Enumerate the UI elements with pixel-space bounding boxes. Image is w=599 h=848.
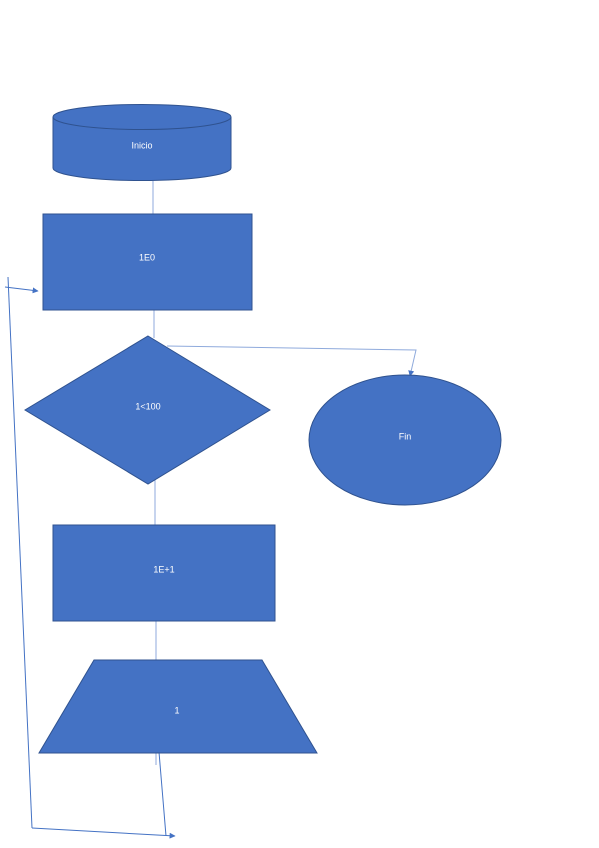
- output-node: 1: [38, 659, 318, 754]
- init-node: 1E0: [42, 213, 253, 311]
- decision-label: 1<100: [135, 401, 160, 411]
- init-process-box: [42, 213, 253, 311]
- connector-loop-left: [7, 276, 33, 829]
- connector-loop-return: [4, 286, 39, 294]
- connectors: [4, 181, 417, 839]
- increment-node: 1E+1: [52, 524, 276, 622]
- end-node: Fin: [308, 374, 502, 506]
- init-label: 1E0: [139, 252, 155, 262]
- start-cylinder-top: [52, 104, 232, 130]
- start-node: Inicio: [52, 104, 232, 181]
- start-label: Inicio: [131, 140, 152, 150]
- connector-output-to-bottom: [158, 751, 167, 837]
- end-ellipse: [308, 374, 502, 506]
- output-label: 1: [174, 705, 179, 715]
- output-trapezoid: [38, 659, 318, 754]
- increment-process-box: [52, 524, 276, 622]
- decision-node: 1<100: [24, 335, 271, 485]
- decision-diamond: [24, 335, 271, 485]
- connector-decision-to-end: [166, 345, 417, 377]
- start-cylinder-body: [52, 117, 232, 181]
- end-label: Fin: [399, 431, 412, 441]
- connector-loop-bottom: [31, 827, 176, 839]
- increment-label: 1E+1: [153, 564, 174, 574]
